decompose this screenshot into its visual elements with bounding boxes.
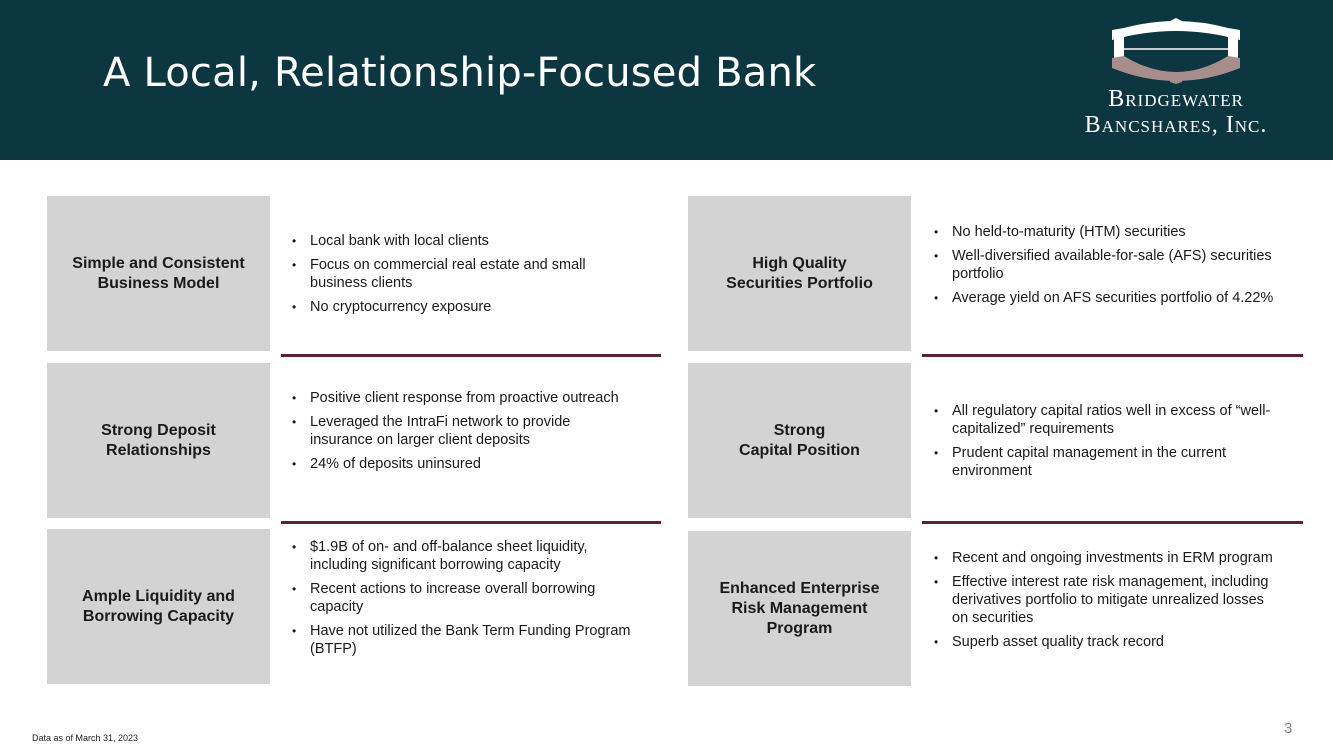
card-label-text: Simple and Consistent Business Model	[72, 254, 245, 292]
card-label-erm-program: Enhanced Enterprise Risk Management Prog…	[688, 531, 911, 686]
bullet-dot-icon: •	[292, 300, 297, 314]
bullet-dot-icon: •	[292, 258, 297, 272]
bullet-item: •Well-diversified available-for-sale (AF…	[934, 248, 1272, 282]
section-divider	[922, 354, 1303, 357]
bullet-dot-icon: •	[292, 540, 297, 554]
card-bullets-liquidity: •$1.9B of on- and off-balance sheet liqu…	[290, 538, 635, 664]
card-label-liquidity: Ample Liquidity and Borrowing Capacity	[47, 529, 270, 684]
bullet-item: •Effective interest rate risk management…	[934, 574, 1269, 626]
card-label-text: Ample Liquidity and Borrowing Capacity	[82, 587, 235, 625]
logo-name-line2: Bancshares, Inc.	[1084, 112, 1268, 138]
bridgewater-arch-logo-icon	[1112, 18, 1240, 84]
bullet-item: •Recent actions to increase overall borr…	[292, 581, 596, 615]
card-label-capital-position: Strong Capital Position	[688, 363, 911, 518]
bullet-item: •Superb asset quality track record	[934, 634, 1164, 650]
section-divider	[281, 521, 661, 524]
section-divider	[281, 354, 661, 357]
bullet-item: •No held-to-maturity (HTM) securities	[934, 224, 1186, 240]
bullet-dot-icon: •	[292, 234, 297, 248]
card-bullets-capital-position: •All regulatory capital ratios well in e…	[932, 402, 1277, 486]
bullet-dot-icon: •	[934, 225, 939, 239]
bullet-dot-icon: •	[934, 404, 939, 418]
card-label-text: Enhanced Enterprise Risk Management Prog…	[719, 579, 880, 637]
bullet-item: •24% of deposits uninsured	[292, 456, 481, 472]
company-logo: Bridgewater Bancshares, Inc.	[1060, 14, 1292, 144]
bullet-item: •Focus on commercial real estate and sma…	[292, 257, 586, 291]
bullet-dot-icon: •	[934, 575, 939, 589]
card-label-text: High Quality Securities Portfolio	[726, 254, 873, 292]
section-divider	[922, 521, 1303, 524]
bullet-dot-icon: •	[934, 291, 939, 305]
bullet-item: •Leveraged the IntraFi network to provid…	[292, 414, 571, 448]
bullet-item: •Recent and ongoing investments in ERM p…	[934, 550, 1273, 566]
card-label-business-model: Simple and Consistent Business Model	[47, 196, 270, 351]
bullet-dot-icon: •	[934, 551, 939, 565]
bullet-dot-icon: •	[292, 624, 297, 638]
card-label-securities-portfolio: High Quality Securities Portfolio	[688, 196, 911, 351]
bullet-item: •Average yield on AFS securities portfol…	[934, 290, 1274, 306]
bullet-item: •Have not utilized the Bank Term Funding…	[292, 623, 631, 657]
header-banner: A Local, Relationship-Focused Bank Bridg…	[0, 0, 1333, 160]
bullet-item: •$1.9B of on- and off-balance sheet liqu…	[292, 539, 588, 573]
bullet-dot-icon: •	[292, 415, 297, 429]
bullet-dot-icon: •	[292, 457, 297, 471]
bullet-item: •Positive client response from proactive…	[292, 390, 619, 406]
card-label-text: Strong Deposit Relationships	[101, 421, 216, 459]
bullet-dot-icon: •	[934, 446, 939, 460]
card-bullets-securities-portfolio: •No held-to-maturity (HTM) securities •W…	[932, 223, 1277, 313]
card-label-text: Strong Capital Position	[739, 421, 860, 459]
card-bullets-business-model: •Local bank with local clients •Focus on…	[290, 232, 635, 322]
bullet-dot-icon: •	[934, 635, 939, 649]
card-bullets-erm-program: •Recent and ongoing investments in ERM p…	[932, 549, 1277, 657]
bullet-item: •All regulatory capital ratios well in e…	[934, 403, 1271, 437]
bullet-item: •Local bank with local clients	[292, 233, 489, 249]
page-title: A Local, Relationship-Focused Bank	[103, 50, 817, 96]
bullet-item: •Prudent capital management in the curre…	[934, 445, 1227, 479]
logo-name-line1: Bridgewater	[1108, 86, 1244, 112]
card-label-deposit-relationships: Strong Deposit Relationships	[47, 363, 270, 518]
bullet-item: •No cryptocurrency exposure	[292, 299, 492, 315]
card-bullets-deposit-relationships: •Positive client response from proactive…	[290, 389, 635, 479]
bullet-dot-icon: •	[934, 249, 939, 263]
page-number: 3	[1284, 720, 1293, 737]
bullet-dot-icon: •	[292, 391, 297, 405]
bullet-dot-icon: •	[292, 582, 297, 596]
footnote: Data as of March 31, 2023	[32, 733, 139, 743]
